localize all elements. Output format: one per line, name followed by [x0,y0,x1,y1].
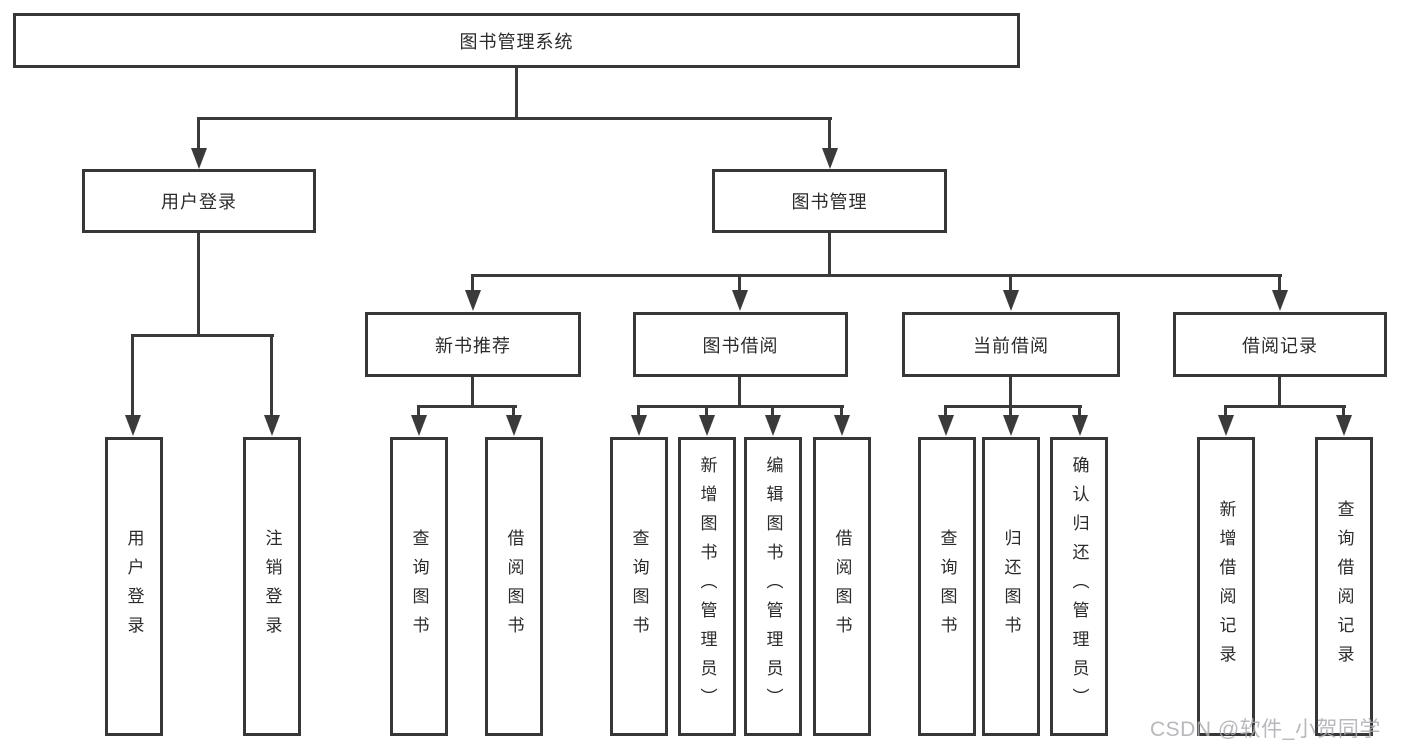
leaf-query-borrow-record: 查询借阅记录 [1315,437,1373,736]
connector-line [1278,274,1281,293]
connector-line [197,117,832,120]
connector-line [417,405,420,416]
leaf-logout-label: 注销登录 [262,528,282,645]
arrowhead-down-icon [506,415,522,436]
connector-line [1342,405,1345,416]
connector-line [738,274,741,293]
connector-line [471,377,474,408]
leaf-borrow-books-1: 借阅图书 [485,437,543,736]
connector-line [417,405,517,408]
connector-line [944,405,947,416]
leaf-logout: 注销登录 [243,437,301,736]
connector-line [637,405,844,408]
leaf-add-books-admin-label: 新增图书（管理员） [697,456,717,717]
connector-line [512,405,515,416]
node-user-login-label: 用户登录 [161,192,237,212]
connector-line [705,405,708,416]
connector-line [1078,405,1081,416]
node-book-borrow: 图书借阅 [633,312,848,377]
arrowhead-down-icon [765,415,781,436]
node-current-borrow: 当前借阅 [902,312,1120,377]
arrowhead-down-icon [191,148,207,169]
leaf-query-books-3: 查询图书 [918,437,976,736]
arrowhead-down-icon [938,415,954,436]
leaf-edit-books-admin: 编辑图书（管理员） [744,437,802,736]
arrowhead-down-icon [1072,415,1088,436]
arrowhead-down-icon [1272,290,1288,311]
arrowhead-down-icon [631,415,647,436]
node-new-book-recommend-label: 新书推荐 [435,335,511,356]
leaf-add-borrow-record: 新增借阅记录 [1197,437,1255,736]
node-current-borrow-label: 当前借阅 [973,335,1049,356]
connector-line [471,274,1282,277]
leaf-add-books-admin: 新增图书（管理员） [678,437,736,736]
connector-line [270,334,273,417]
arrowhead-down-icon [264,415,280,436]
connector-line [515,68,518,120]
node-user-login: 用户登录 [82,169,316,233]
connector-line [1009,405,1012,416]
leaf-confirm-return-admin: 确认归还（管理员） [1050,437,1108,736]
node-root: 图书管理系统 [13,13,1020,68]
leaf-borrow-books-2-label: 借阅图书 [832,528,852,645]
leaf-add-borrow-record-label: 新增借阅记录 [1216,499,1236,674]
leaf-query-books-1-label: 查询图书 [409,528,429,645]
connector-line [197,233,200,337]
connector-line [197,117,200,151]
connector-line [828,233,831,277]
connector-line [131,334,134,417]
node-book-management: 图书管理 [712,169,947,233]
arrowhead-down-icon [1003,290,1019,311]
connector-line [1278,377,1281,408]
connector-line [1009,274,1012,293]
leaf-return-books-label: 归还图书 [1001,528,1021,645]
connector-line [945,405,1082,408]
leaf-query-books-2-label: 查询图书 [629,528,649,645]
csdn-watermark: CSDN @软件_小贺同学 [1150,718,1381,741]
leaf-return-books: 归还图书 [982,437,1040,736]
node-book-management-label: 图书管理 [791,192,868,212]
leaf-confirm-return-admin-label: 确认归还（管理员） [1069,456,1089,717]
leaf-borrow-books-2: 借阅图书 [813,437,871,736]
arrowhead-down-icon [699,415,715,436]
connector-line [1224,405,1227,416]
connector-line [131,334,274,337]
connector-line [771,405,774,416]
node-book-borrow-label: 图书借阅 [702,335,779,356]
arrowhead-down-icon [1336,415,1352,436]
leaf-query-books-3-label: 查询图书 [937,528,957,645]
arrowhead-down-icon [465,290,481,311]
arrowhead-down-icon [732,290,748,311]
connector-line [828,117,831,151]
leaf-user-login-label: 用户登录 [124,528,144,645]
leaf-query-books-1: 查询图书 [390,437,448,736]
node-root-label: 图书管理系统 [459,31,574,52]
arrowhead-down-icon [1003,415,1019,436]
arrowhead-down-icon [1218,415,1234,436]
connector-line [637,405,640,416]
arrowhead-down-icon [834,415,850,436]
arrowhead-down-icon [125,415,141,436]
node-borrow-record: 借阅记录 [1173,312,1387,377]
leaf-query-borrow-record-label: 查询借阅记录 [1334,499,1354,674]
leaf-user-login: 用户登录 [105,437,163,736]
leaf-borrow-books-1-label: 借阅图书 [504,528,524,645]
connector-line [471,274,474,293]
arrowhead-down-icon [822,148,838,169]
leaf-edit-books-admin-label: 编辑图书（管理员） [763,456,783,717]
leaf-query-books-2: 查询图书 [610,437,668,736]
node-new-book-recommend: 新书推荐 [365,312,581,377]
connector-line [1224,405,1346,408]
connector-line [1009,377,1012,408]
connector-line [738,377,741,408]
arrowhead-down-icon [411,415,427,436]
node-borrow-record-label: 借阅记录 [1242,335,1318,356]
connector-line [840,405,843,416]
